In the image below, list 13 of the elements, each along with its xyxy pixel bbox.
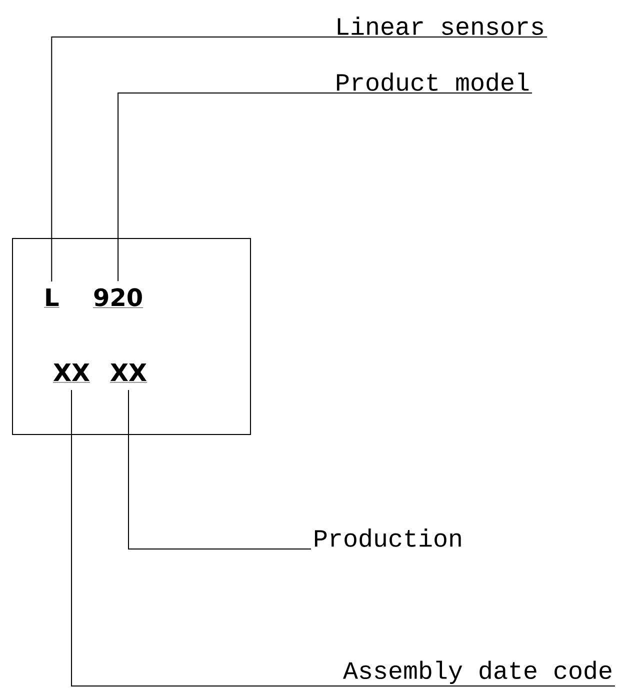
callout-text: Assembly date code — [343, 660, 612, 684]
label-box — [12, 238, 251, 435]
leader-line — [128, 390, 312, 550]
leader-line — [71, 390, 616, 686]
leader-line — [51, 36, 548, 282]
code-text: XX — [52, 364, 90, 383]
leader-line — [118, 92, 533, 282]
code-text: XX — [110, 364, 148, 383]
code-text: L — [44, 288, 60, 308]
callout-text: Production — [314, 528, 461, 547]
code-text: 920 — [92, 288, 144, 308]
callout-text: Linear sensors — [338, 16, 543, 35]
callout-text: Product model — [336, 72, 529, 91]
